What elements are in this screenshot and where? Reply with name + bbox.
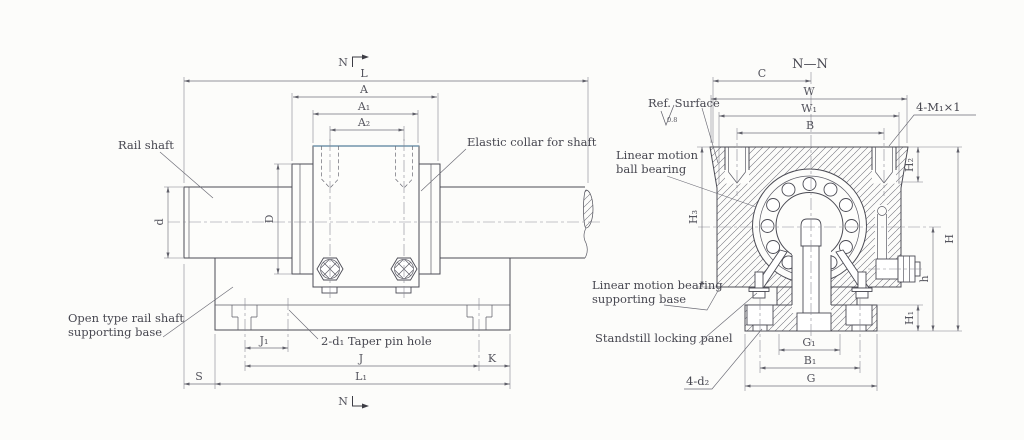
- dim-G: G: [807, 372, 816, 385]
- dim-d: d: [153, 218, 166, 225]
- dim-J: J: [358, 352, 363, 365]
- support-base-label-line2: supporting base: [592, 292, 686, 306]
- right-view-dimensions: C W W₁ B H₂ H₃ H h H₁ G₁ B₁ G: [687, 67, 960, 388]
- locking-panel-label: Standstill locking panel: [595, 331, 733, 345]
- standstill-locking-screw: [875, 205, 921, 283]
- left-view-centerlines: [168, 139, 600, 371]
- section-mark-bottom: N: [338, 395, 369, 409]
- center-clamp-bolt: [796, 218, 832, 332]
- bearing-balls: [760, 177, 859, 275]
- section-mark-top: N: [338, 54, 369, 69]
- tapped-holes-leader: [888, 114, 976, 147]
- rail-shaft-leader: [159, 151, 214, 199]
- right-view: C W W₁ B H₂ H₃ H h H₁ G₁ B₁ G N—N: [592, 57, 976, 391]
- dim-H3: H₃: [687, 210, 700, 224]
- ref-surface-label: Ref. Surface: [648, 96, 720, 110]
- dim-H2: H₂: [903, 158, 916, 172]
- locking-panel-leader: [698, 292, 758, 344]
- counterbore-holes-leader: [684, 328, 763, 390]
- dim-C: C: [758, 67, 766, 80]
- taper-pin-hole-leader: [288, 309, 319, 340]
- shaft-break: [583, 189, 594, 259]
- left-view-witness-lines: [164, 77, 589, 389]
- dim-B: B: [806, 119, 814, 132]
- section-title: N—N: [792, 57, 828, 72]
- dim-G1: G₁: [802, 336, 815, 349]
- support-base-label-line1: Linear motion bearing: [592, 278, 723, 292]
- rail-shaft: [183, 163, 594, 275]
- dim-B1: B₁: [804, 354, 817, 367]
- left-view-labels: Rail shaft Elastic collar for shaft Open…: [68, 135, 597, 348]
- dim-J1: J₁: [259, 334, 269, 347]
- dim-W: W: [803, 85, 815, 98]
- dim-L1: L₁: [355, 370, 367, 383]
- dim-D: D: [263, 214, 276, 223]
- dim-K: K: [488, 352, 497, 365]
- open-base-label-line1: Open type rail shaft: [68, 311, 184, 325]
- section-mark-bottom-letter: N: [338, 395, 348, 408]
- tapped-holes-label: 4-M₁×1: [916, 100, 961, 114]
- right-view-labels: N—N Ref. Surface 0.8 4-M₁×1 Linear motio…: [592, 57, 976, 390]
- bolt-nut: [796, 312, 832, 332]
- ball-bearing-label-line2: ball bearing: [616, 162, 687, 176]
- dim-A1: A₁: [357, 100, 370, 113]
- dim-L: L: [360, 67, 368, 80]
- open-base-leader: [162, 286, 234, 338]
- counterbore-holes-label: 4-d₂: [686, 374, 709, 388]
- bearing-block: [312, 145, 420, 294]
- roughness-value: 0.8: [667, 116, 677, 124]
- taper-pin-hole-label: 2-d₁ Taper pin hole: [321, 334, 432, 348]
- ball-bearing-leader: [666, 175, 757, 208]
- dim-A: A: [359, 83, 369, 96]
- elastic-collar-label: Elastic collar for shaft: [467, 135, 597, 149]
- left-view: L A A₁ A₂ d D J₁ J K L₁ S N: [68, 54, 600, 409]
- ref-surface-leader: [701, 107, 719, 164]
- left-view-dimensions: L A A₁ A₂ d D J₁ J K L₁ S: [153, 67, 589, 386]
- roughness-symbol: 0.8: [660, 104, 677, 126]
- dim-S: S: [195, 370, 203, 383]
- dim-h: h: [918, 275, 931, 282]
- dim-W1: W₁: [801, 102, 817, 115]
- dim-H: H: [943, 234, 956, 244]
- open-base-label-line2: supporting base: [68, 325, 162, 339]
- section-mark-top-letter: N: [338, 56, 348, 69]
- rail-shaft-label: Rail shaft: [118, 138, 174, 152]
- ball-bearing-label-line1: Linear motion: [616, 148, 699, 162]
- dim-H1: H₁: [903, 311, 916, 325]
- dim-A2: A₂: [357, 116, 370, 129]
- elastic-collar-leader: [420, 148, 467, 192]
- support-base-leader: [663, 288, 720, 311]
